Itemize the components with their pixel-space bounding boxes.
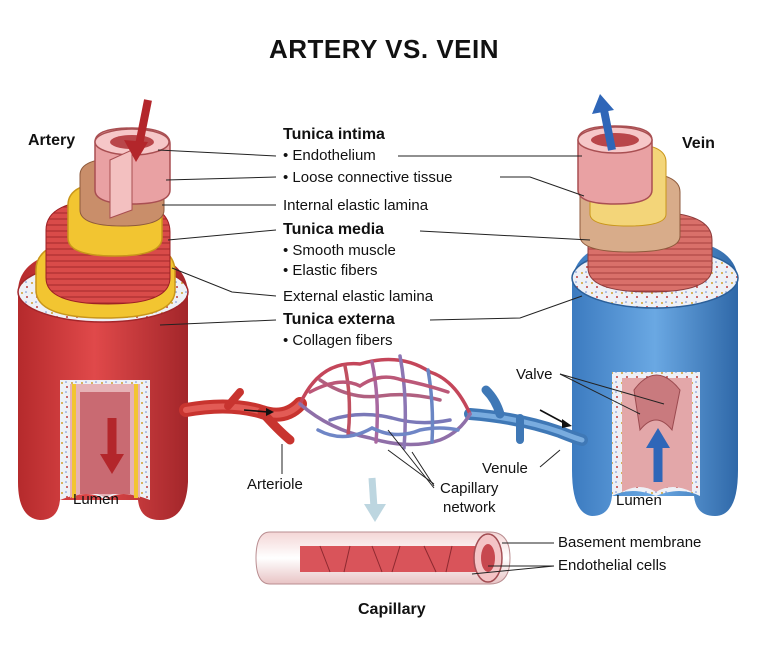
- loose-connective-label: • Loose connective tissue: [283, 169, 453, 186]
- tunica-intima-label: Tunica intima: [283, 126, 385, 143]
- endothelium-label: • Endothelium: [283, 147, 376, 164]
- vein-lumen-label: Lumen: [616, 492, 662, 509]
- leader-lines: [157, 149, 665, 575]
- microcirculation-illustration: [179, 354, 588, 522]
- venule-label: Venule: [482, 460, 528, 477]
- vein-illustration: [571, 94, 739, 516]
- valve-label: Valve: [516, 366, 553, 383]
- collagen-fibers-label: • Collagen fibers: [283, 332, 393, 349]
- capillary-label: Capillary: [358, 601, 426, 618]
- endothelial-cells-label: Endothelial cells: [558, 557, 667, 574]
- page-title: ARTERY VS. VEIN: [269, 34, 499, 64]
- basement-membrane-label: Basement membrane: [558, 534, 702, 551]
- arteriole-label: Arteriole: [247, 476, 303, 493]
- artery-illustration: [17, 99, 189, 520]
- elastic-fibers-label: • Elastic fibers: [283, 262, 378, 279]
- artery-lumen-label: Lumen: [73, 491, 119, 508]
- artery-label: Artery: [28, 132, 76, 149]
- capillary-detail-illustration: [255, 531, 511, 585]
- external-elastic-lamina-label: External elastic lamina: [283, 288, 434, 305]
- capillary-network-label-line2: network: [443, 499, 496, 516]
- tunica-media-label: Tunica media: [283, 221, 385, 238]
- internal-elastic-lamina-label: Internal elastic lamina: [283, 197, 429, 214]
- smooth-muscle-label: • Smooth muscle: [283, 242, 396, 259]
- vein-label: Vein: [682, 135, 715, 152]
- tunica-externa-label: Tunica externa: [283, 311, 395, 328]
- capillary-network-label-line1: Capillary: [440, 480, 499, 497]
